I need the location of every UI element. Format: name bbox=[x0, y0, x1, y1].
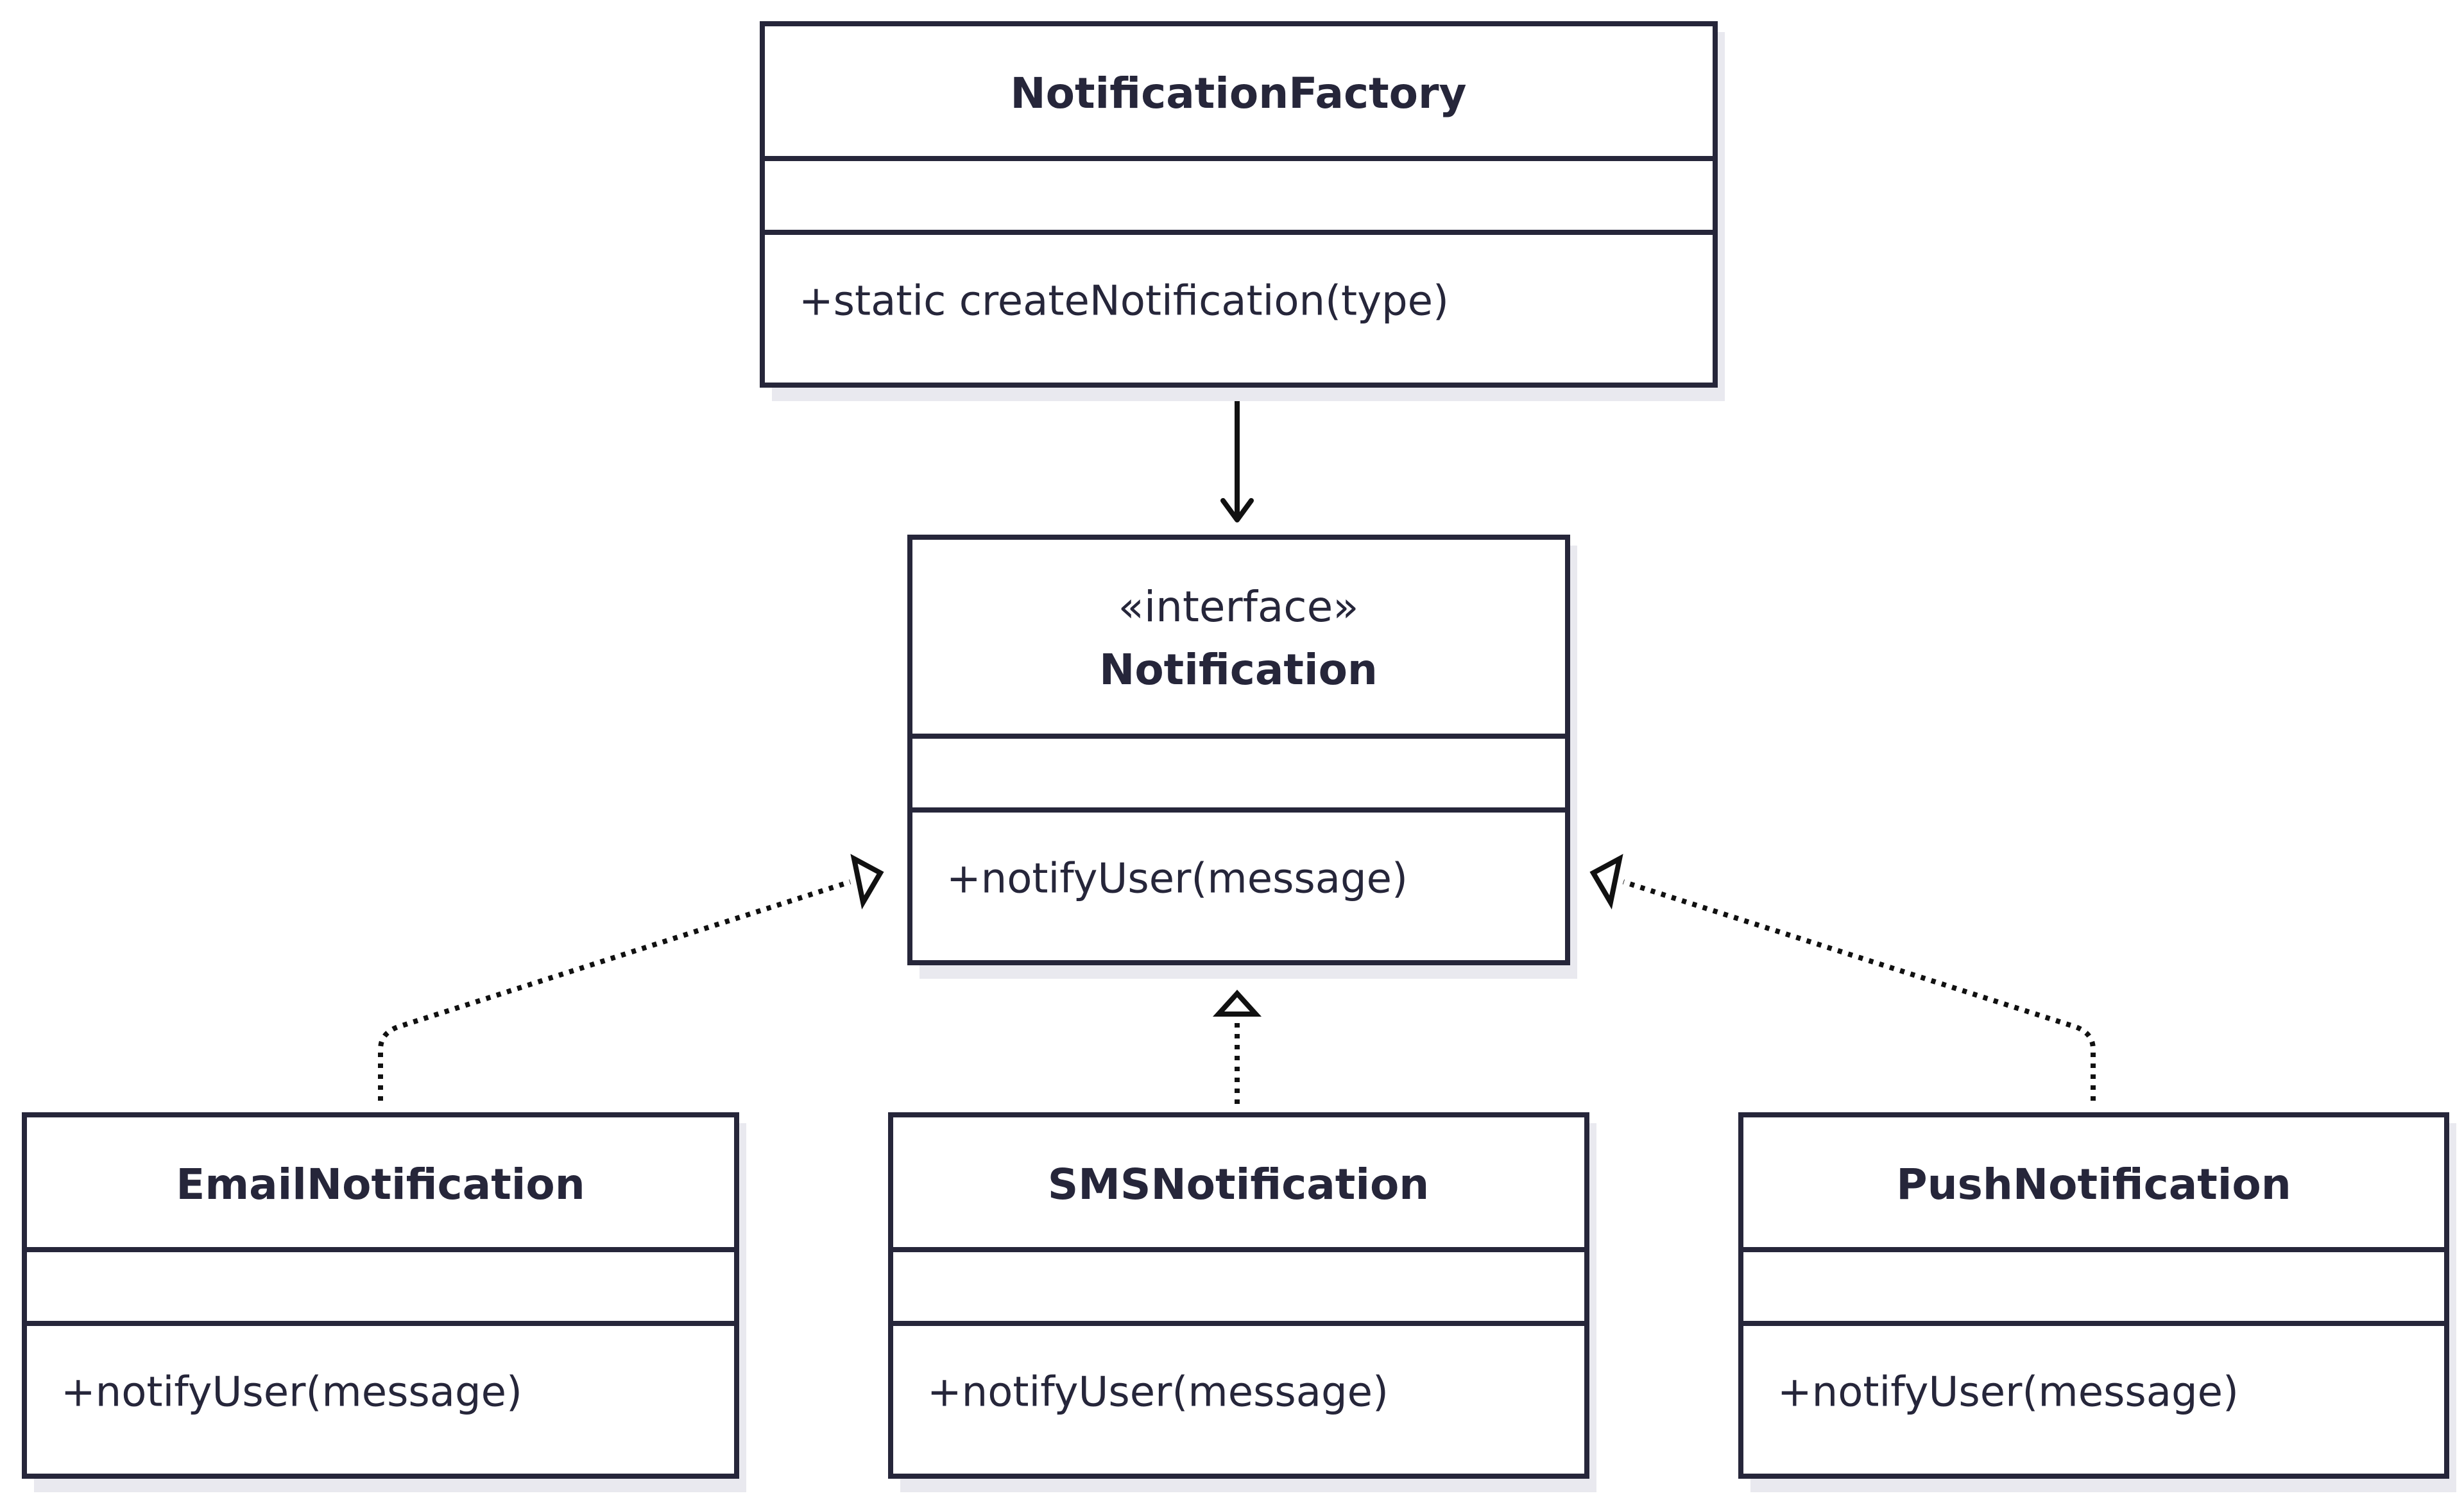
class-name: Notification bbox=[1099, 645, 1378, 694]
realization-arrowhead bbox=[1212, 990, 1262, 1017]
box-frame bbox=[888, 1112, 1589, 1479]
class-name: EmailNotification bbox=[176, 1160, 585, 1209]
class-name: NotificationFactory bbox=[1010, 69, 1466, 118]
class-box-sms-notification[interactable]: SMSNotification +notifyUser(message) bbox=[888, 1112, 1596, 1492]
realization-arrowhead bbox=[1589, 854, 1623, 910]
method-text: +notifyUser(message) bbox=[927, 1369, 1389, 1416]
realization-line bbox=[378, 879, 851, 1101]
realization-push-to-notification bbox=[1589, 854, 2096, 1101]
realization-sms-to-notification bbox=[1212, 990, 1262, 1104]
realization-email-to-notification bbox=[378, 854, 884, 1101]
method-text: +notifyUser(message) bbox=[1777, 1369, 2239, 1416]
class-box-notification-factory[interactable]: NotificationFactory +static createNotifi… bbox=[760, 21, 1725, 401]
stereotype-label: «interface» bbox=[1118, 582, 1358, 632]
box-frame bbox=[1738, 1112, 2449, 1479]
class-box-email-notification[interactable]: EmailNotification +notifyUser(message) bbox=[22, 1112, 746, 1492]
method-text: +notifyUser(message) bbox=[946, 856, 1408, 903]
class-name: PushNotification bbox=[1896, 1160, 2291, 1209]
box-frame bbox=[22, 1112, 739, 1479]
class-box-push-notification[interactable]: PushNotification +notifyUser(message) bbox=[1738, 1112, 2456, 1492]
class-box-notification-interface[interactable]: «interface» Notification +notifyUser(mes… bbox=[907, 535, 1577, 979]
method-text: +static createNotification(type) bbox=[799, 278, 1449, 325]
realization-arrowhead bbox=[850, 854, 884, 910]
box-frame bbox=[760, 21, 1718, 388]
association-arrowhead bbox=[1220, 498, 1254, 522]
association-factory-to-notification bbox=[1220, 385, 1254, 522]
method-text: +notifyUser(message) bbox=[61, 1369, 522, 1416]
class-name: SMSNotification bbox=[1048, 1160, 1430, 1209]
realization-line bbox=[1622, 879, 2096, 1101]
box-frame bbox=[907, 535, 1570, 965]
